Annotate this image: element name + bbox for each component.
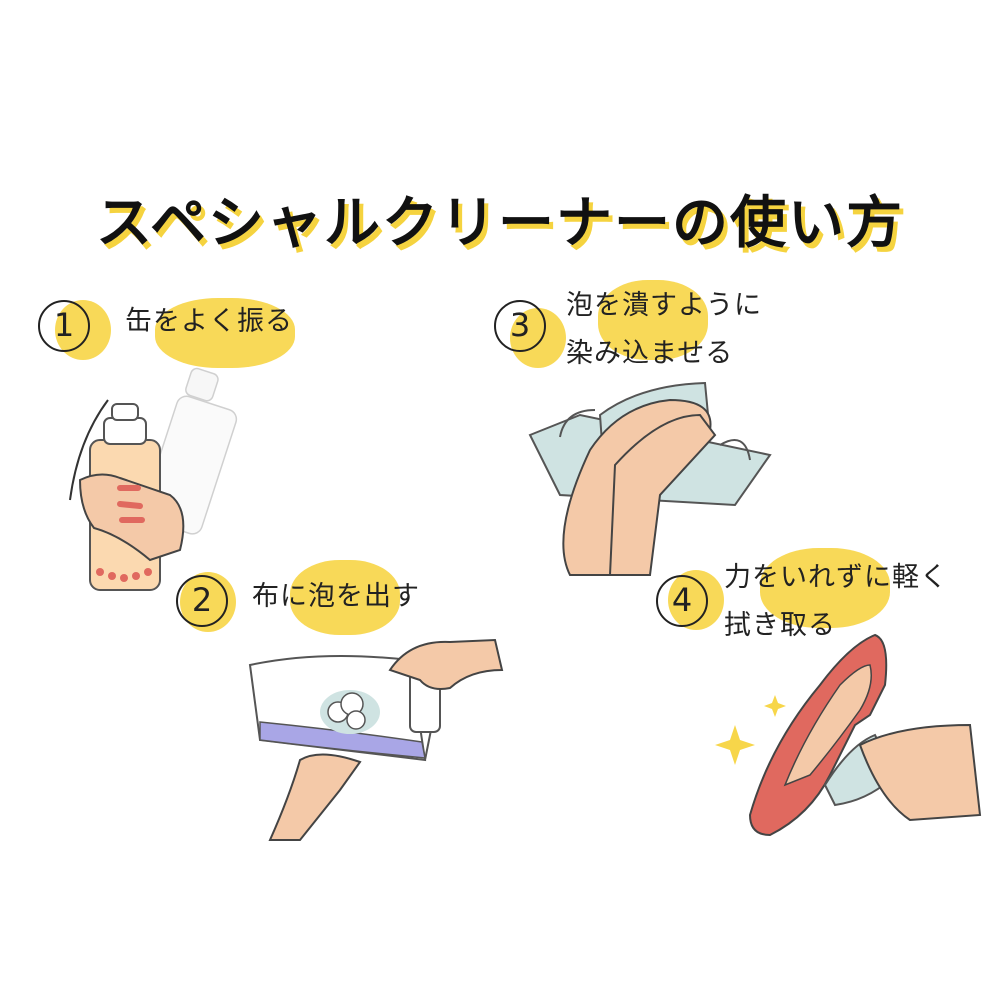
hand-icon [858, 723, 982, 822]
step-number: 3 [494, 300, 546, 352]
hand-icon [608, 413, 717, 576]
arrow-icon [559, 409, 596, 438]
hand-icon [268, 753, 362, 841]
step-label: 泡を潰すように [566, 290, 762, 321]
step-label: 染み込ませる [566, 338, 734, 369]
page-title: スペシャルクリーナーの使い方 [95, 191, 905, 256]
press-foam-illustration [528, 381, 772, 576]
step-number: 4 [656, 575, 708, 627]
arrow-icon [719, 439, 751, 461]
step-label: 力をいれずに軽く [724, 562, 948, 593]
cloth-foam-illustration [248, 638, 504, 841]
shake-can-illustration [69, 367, 238, 591]
step-label: 缶をよく振る [125, 306, 293, 337]
step-label: 布に泡を出す [252, 581, 420, 612]
hand-icon [388, 638, 504, 690]
foam-icon [327, 692, 366, 730]
step-number: 1 [38, 300, 90, 352]
motion-line [69, 399, 109, 501]
sparkle-icon [764, 695, 786, 717]
shoe-icon [748, 633, 888, 837]
step-label: 拭き取る [724, 610, 836, 641]
wipe-shoe-illustration [715, 633, 982, 837]
sparkle-icon [715, 725, 755, 765]
step-number: 2 [176, 575, 228, 627]
title-area: スペシャルクリーナーの使い方 [0, 178, 1000, 278]
